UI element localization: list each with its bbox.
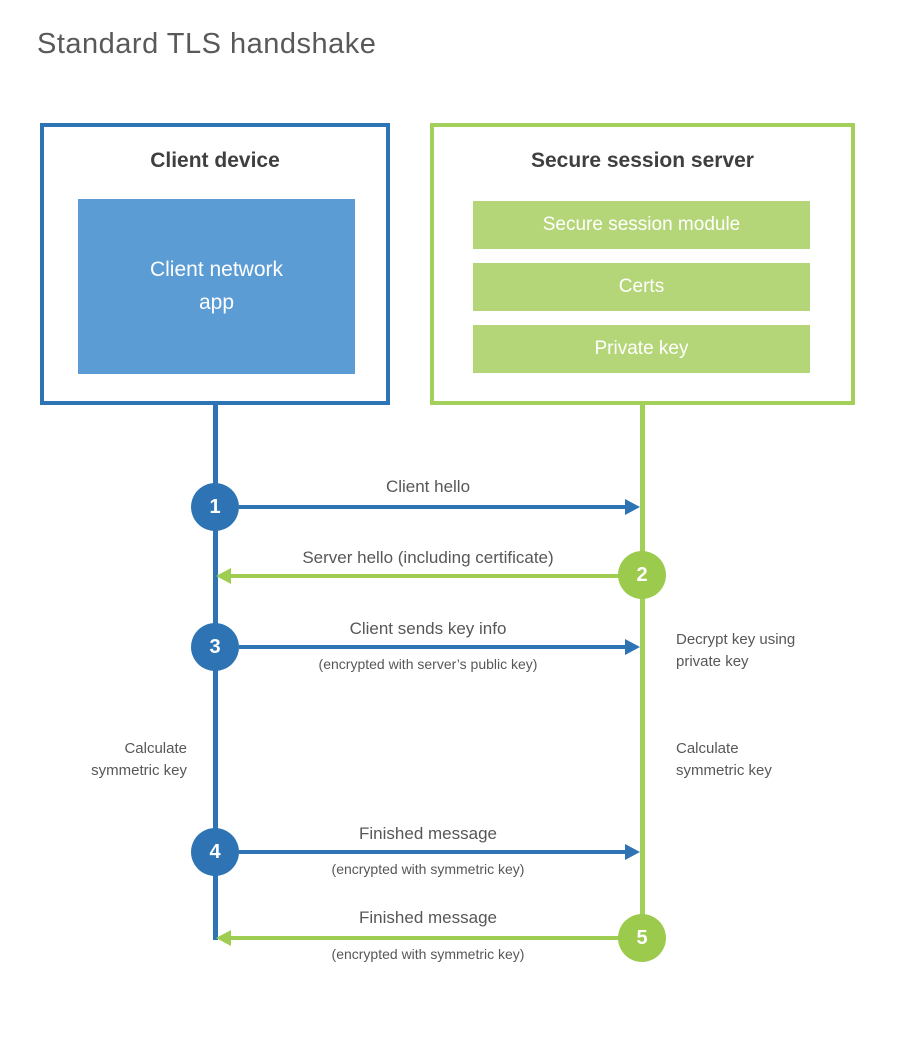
- client-app-label-line1: Client network: [149, 257, 284, 281]
- annotation-calc-left-line2: symmetric key: [91, 761, 187, 779]
- step-circle-2: 2: [618, 551, 666, 599]
- annotation-decrypt-line1: Decrypt key using: [676, 631, 796, 648]
- client-lifeline: [213, 405, 218, 940]
- message-label-finished-client: Finished message: [359, 824, 497, 843]
- arrowhead-right-icon: [625, 639, 640, 655]
- annotation-decrypt-key: Decrypt key using private key: [676, 629, 795, 673]
- arrow-line-finished-server: [231, 936, 626, 940]
- arrow-line-client-key-info: [239, 645, 626, 649]
- annotation-calculate-symmetric-key-client: Calculate symmetric key: [47, 738, 187, 782]
- arrow-line-finished-client: [239, 850, 626, 854]
- arrowhead-left-icon: [216, 930, 231, 946]
- annotation-calc-right-line1: Calculate: [676, 740, 739, 757]
- client-network-app-block: Client network app: [78, 199, 355, 374]
- message-sublabel-finished-server: (encrypted with symmetric key): [331, 946, 525, 962]
- page-title: Standard TLS handshake: [37, 28, 377, 60]
- server-module-secure-session-module: Secure session module: [473, 201, 810, 249]
- client-app-label-line2: app: [198, 290, 235, 314]
- arrowhead-left-icon: [216, 568, 231, 584]
- message-label-client-key-info: Client sends key info: [349, 619, 507, 638]
- secure-session-server-heading: Secure session server: [531, 149, 754, 172]
- message-sublabel-finished-client: (encrypted with symmetric key): [331, 861, 525, 877]
- server-lifeline: [640, 405, 645, 938]
- arrow-line-client-hello: [239, 505, 626, 509]
- annotation-calc-right-line2: symmetric key: [676, 761, 772, 779]
- step-circle-5: 5: [618, 914, 666, 962]
- step-circle-1: 1: [191, 483, 239, 531]
- annotation-calculate-symmetric-key-server: Calculate symmetric key: [676, 738, 772, 782]
- arrow-line-server-hello: [231, 574, 626, 578]
- message-label-client-hello: Client hello: [385, 477, 471, 496]
- client-device-heading: Client device: [150, 149, 280, 172]
- server-module-certs: Certs: [473, 263, 810, 311]
- step-circle-3: 3: [191, 623, 239, 671]
- annotation-decrypt-line2: private key: [676, 652, 749, 670]
- annotation-calc-left-line1: Calculate: [124, 740, 187, 757]
- message-sublabel-client-key-info: (encrypted with server’s public key): [318, 656, 538, 672]
- arrowhead-right-icon: [625, 499, 640, 515]
- server-module-private-key: Private key: [473, 325, 810, 373]
- message-label-server-hello: Server hello (including certificate): [302, 548, 554, 567]
- step-circle-4: 4: [191, 828, 239, 876]
- message-label-finished-server: Finished message: [359, 908, 497, 927]
- arrowhead-right-icon: [625, 844, 640, 860]
